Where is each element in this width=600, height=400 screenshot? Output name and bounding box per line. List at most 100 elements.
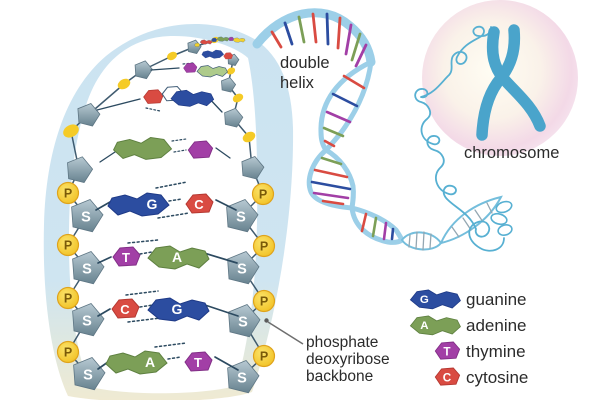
base-cytosine <box>223 52 233 60</box>
hydrogen-bond <box>127 317 161 323</box>
helix-rung <box>474 209 484 223</box>
base-fragment <box>232 37 246 43</box>
sugar-letter: S <box>238 315 248 331</box>
hydrogen-bond <box>171 138 187 142</box>
hydrogen-bond <box>155 181 188 189</box>
phosphate-letter: P <box>64 239 72 253</box>
helix-rung <box>408 234 411 248</box>
sugar-unit <box>77 103 101 127</box>
helix-fan-ribbon <box>252 8 376 67</box>
sugar-unit <box>226 199 259 233</box>
plain-helix-lens-1 <box>400 231 443 251</box>
base-letter-A: A <box>145 354 155 370</box>
phosphate-letter: P <box>64 187 72 201</box>
backbone-link <box>96 98 141 111</box>
base-adenine <box>112 137 173 160</box>
base-letter-G: G <box>172 301 183 317</box>
backbone-link <box>203 252 238 264</box>
helix-rung <box>429 233 432 249</box>
base-thymine <box>183 62 198 73</box>
helix-rung <box>325 110 352 124</box>
helix-rung <box>451 226 460 238</box>
sugar-unit <box>134 60 153 80</box>
sugar-letter: S <box>236 210 246 226</box>
double-helix <box>252 8 513 252</box>
helix-rung <box>344 23 353 56</box>
helix-rung <box>321 199 345 206</box>
phosphate-unit <box>226 67 236 75</box>
base-thymine <box>184 351 213 372</box>
base-fragment <box>194 42 200 47</box>
hydrogen-bond <box>167 356 182 360</box>
phosphate-unit <box>56 233 80 257</box>
helix-lens-2 <box>306 147 356 211</box>
backbone-link <box>99 149 119 163</box>
double-helix-label-line1: double <box>280 54 330 72</box>
base-adenine <box>196 65 228 78</box>
sugar-unit <box>187 39 202 55</box>
base-thymine <box>187 140 214 159</box>
phosphate-unit <box>242 131 256 143</box>
sugar-letter: S <box>81 210 91 226</box>
phosphate-unit <box>232 93 244 103</box>
sugar-letter: S <box>83 368 93 384</box>
phosphate-unit <box>252 289 276 313</box>
double-helix-label-line2: helix <box>280 74 315 92</box>
phosphate-letter: P <box>64 292 72 306</box>
sugar-unit <box>67 156 94 184</box>
hydrogen-bond <box>154 342 187 348</box>
backbone-link <box>97 308 111 317</box>
helix-rung <box>342 74 366 90</box>
base-fragment <box>199 39 213 45</box>
phosphate-letter: P <box>64 346 72 360</box>
base-letter-C: C <box>443 372 452 385</box>
base-letter-T: T <box>122 250 130 265</box>
base-thymine <box>112 246 141 267</box>
helix-rung <box>310 180 352 191</box>
backbone-pointer <box>264 318 304 345</box>
phosphate-letter: P <box>260 240 268 254</box>
base-adenine <box>147 245 210 270</box>
backbone-link <box>204 304 239 317</box>
sugar-letter: S <box>237 262 247 278</box>
backbone-label-line3: backbone <box>306 368 373 385</box>
helix-rung <box>320 156 343 166</box>
helix-rung <box>415 231 418 250</box>
base-guanine <box>147 297 210 322</box>
helix-rung <box>270 30 283 49</box>
base-guanine <box>170 89 215 107</box>
helix-rung <box>336 16 342 50</box>
base-guanine <box>409 289 461 310</box>
sugar-unit <box>72 303 105 337</box>
helix-rung <box>323 139 336 148</box>
base-adenine <box>105 350 168 375</box>
phosphate-unit <box>252 344 276 368</box>
hydrogen-bond <box>168 198 183 202</box>
sugar-unit <box>71 199 104 233</box>
helix-lens-3 <box>349 205 405 245</box>
base-cytosine <box>434 367 461 386</box>
base-letter-A: A <box>420 320 428 332</box>
backbone-link <box>150 67 180 71</box>
phosphate-letter: P <box>259 188 267 202</box>
sugar-letter: S <box>82 314 92 330</box>
helix-rung <box>354 43 368 68</box>
coiled-strand <box>414 25 505 252</box>
legend-label-cytosine: cytosine <box>466 368 528 387</box>
base-letter-G: G <box>147 196 158 212</box>
hydrogen-bond <box>127 239 159 244</box>
sugar-unit <box>73 357 106 391</box>
base-guanine <box>107 192 170 217</box>
legend-label-guanine: guanine <box>466 290 527 309</box>
helix-rung <box>350 32 362 62</box>
backbone-label-line2: deoxyribose <box>306 351 390 368</box>
phosphate-unit <box>56 340 80 364</box>
sugar-letter: S <box>82 262 92 278</box>
helix-rung <box>283 21 294 46</box>
